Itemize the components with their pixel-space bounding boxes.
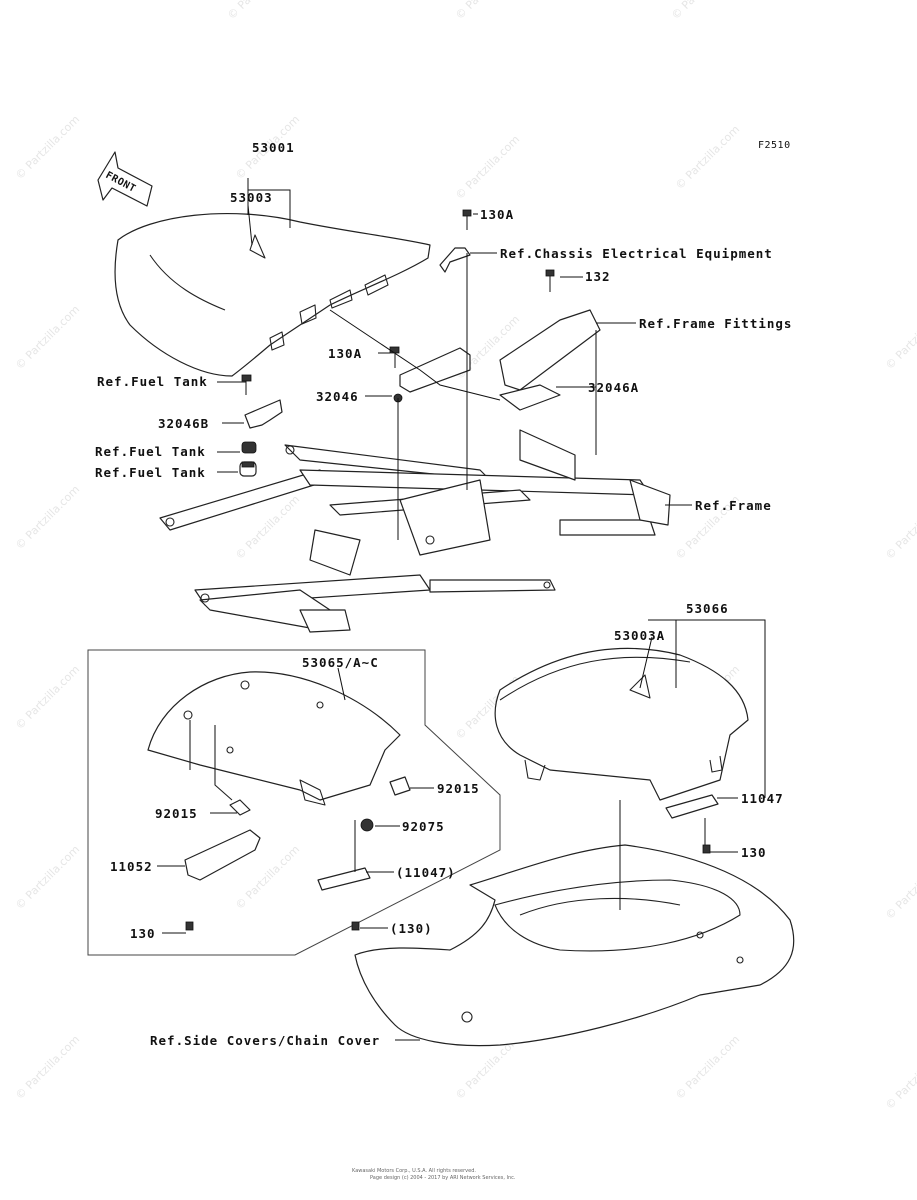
watermark: © Partzilla.com <box>883 1043 917 1112</box>
label-130A-mid: 130A <box>328 346 362 361</box>
footer-copyright: Kawasaki Motors Corp., U.S.A. All rights… <box>352 1168 476 1174</box>
watermark: © Partzilla.com <box>669 0 738 22</box>
label-53003A: 53003A <box>614 628 665 643</box>
label-32046B: 32046B <box>158 416 209 431</box>
watermark: © Partzilla.com <box>225 0 294 22</box>
label-132: 132 <box>585 269 611 284</box>
watermark: © Partzilla.com <box>883 493 917 562</box>
watermark: © Partzilla.com <box>673 1033 742 1102</box>
bracket-32046B <box>244 399 283 429</box>
label-92015-left: 92015 <box>155 806 198 821</box>
watermark: © Partzilla.com <box>13 843 82 912</box>
label-ref-frame: Ref.Frame <box>695 498 772 513</box>
label-53001: 53001 <box>252 140 295 155</box>
footer-page-design: Page design (c) 2004 - 2017 by ARI Netwo… <box>370 1175 516 1181</box>
watermark: © Partzilla.com <box>13 663 82 732</box>
rear-frame <box>159 429 671 633</box>
label-ref-chassis-electrical: Ref.Chassis Electrical Equipment <box>500 246 773 261</box>
label-130A-top: 130A <box>480 207 514 222</box>
watermark: © Partzilla.com <box>453 0 522 22</box>
seat-cover-inset <box>87 649 501 956</box>
label-11052: 11052 <box>110 859 153 874</box>
label-11047-right: 11047 <box>741 791 784 806</box>
bolt-132-icon <box>545 269 555 292</box>
label-130-paren: (130) <box>390 921 433 936</box>
watermark: © Partzilla.com <box>883 853 917 922</box>
front-seat <box>114 212 431 377</box>
watermark: © Partzilla.com <box>883 303 917 372</box>
diagram-code: F2510 <box>758 140 791 151</box>
label-ref-frame-fittings: Ref.Frame Fittings <box>639 316 792 331</box>
leader-lines <box>157 178 766 1041</box>
label-53066: 53066 <box>686 601 729 616</box>
rear-seat <box>494 647 749 801</box>
callout-labels: 53001 53003 130A Ref.Chassis Electrical … <box>95 140 792 1048</box>
seat-bracket-32046A <box>499 309 601 411</box>
watermark: © Partzilla.com <box>13 1033 82 1102</box>
label-ref-side-covers: Ref.Side Covers/Chain Cover <box>150 1033 380 1048</box>
damper-2-icon <box>239 461 257 477</box>
watermark: © Partzilla.com <box>13 113 82 182</box>
chassis-bracket <box>439 247 471 273</box>
label-92075: 92075 <box>402 819 445 834</box>
bolt-130A-mid-icon <box>389 346 400 368</box>
damper-1-icon <box>241 441 257 454</box>
rear-seat-bracket-11047 <box>665 794 719 854</box>
label-130-left: 130 <box>130 926 156 941</box>
watermark: © Partzilla.com <box>453 133 522 202</box>
bolt-fuel-tank-icon <box>241 374 252 395</box>
label-ref-fuel-tank-2: Ref.Fuel Tank <box>95 444 206 459</box>
label-11047-paren: (11047) <box>396 865 456 880</box>
label-ref-fuel-tank-3: Ref.Fuel Tank <box>95 465 206 480</box>
bolt-130A-top-icon <box>462 209 472 230</box>
label-130-right: 130 <box>741 845 767 860</box>
watermark: © Partzilla.com <box>673 123 742 192</box>
label-53065: 53065/A~C <box>302 655 379 670</box>
front-arrow-icon: FRONT <box>97 151 153 207</box>
label-32046A: 32046A <box>588 380 639 395</box>
watermark: © Partzilla.com <box>13 483 82 552</box>
label-92015-right: 92015 <box>437 781 480 796</box>
label-53003: 53003 <box>230 190 273 205</box>
label-32046: 32046 <box>316 389 359 404</box>
watermark: © Partzilla.com <box>13 303 82 372</box>
tail-cowl <box>354 844 795 1047</box>
label-ref-fuel-tank-1: Ref.Fuel Tank <box>97 374 208 389</box>
